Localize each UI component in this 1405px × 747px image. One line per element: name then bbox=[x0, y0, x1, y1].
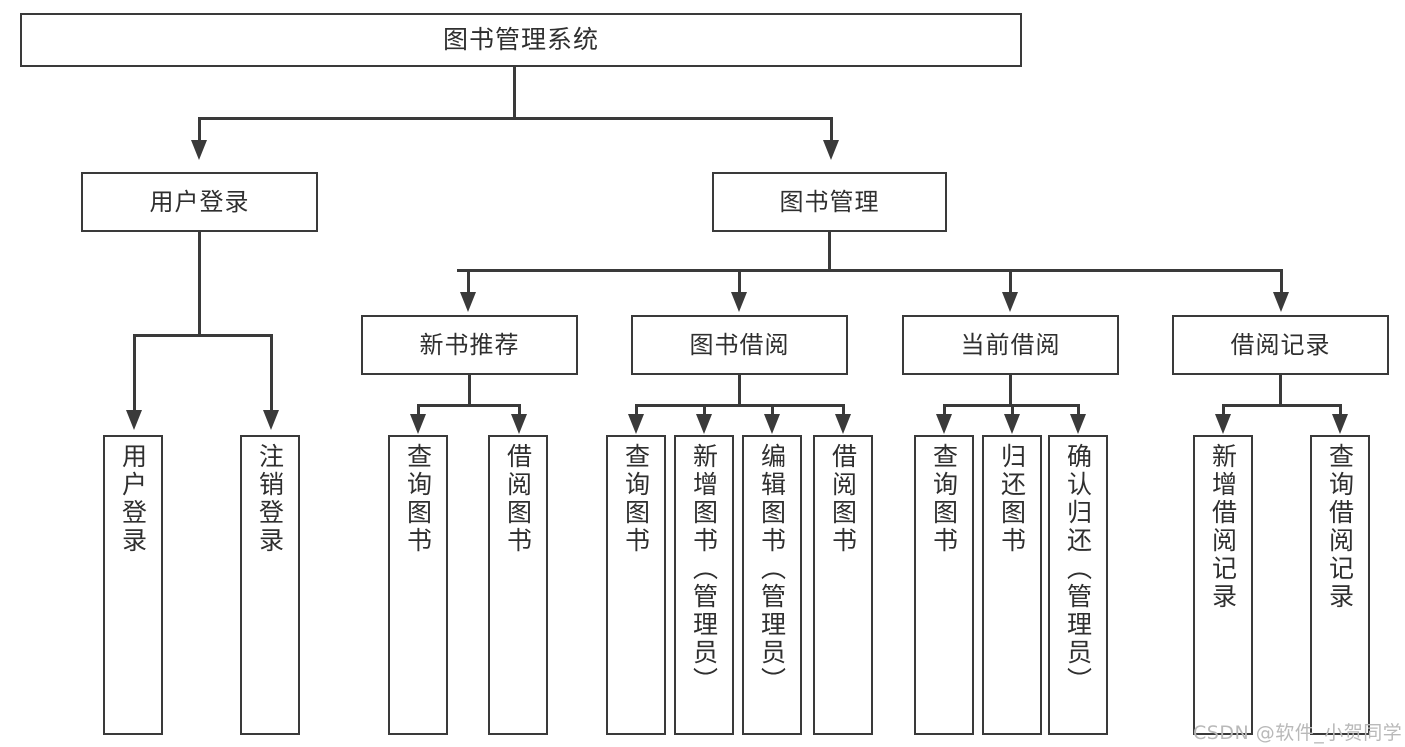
connector-new-book-stem bbox=[468, 375, 471, 406]
node-label: 查询图书 bbox=[621, 443, 651, 555]
leaf-new-book-1[interactable]: 借阅图书 bbox=[488, 435, 548, 735]
arrowhead-new-book bbox=[460, 292, 476, 312]
arrowhead-book-manage bbox=[823, 140, 839, 160]
arrowhead-leaf-current-borrow-0 bbox=[936, 414, 952, 434]
node-label: 归还图书 bbox=[997, 443, 1027, 555]
connector-book-borrow-bus bbox=[635, 404, 844, 407]
arrowhead-leaf-new-book-1 bbox=[511, 414, 527, 434]
arrowhead-leaf-book-borrow-0 bbox=[628, 414, 644, 434]
node-label: 编辑图书（管理员） bbox=[757, 443, 787, 695]
arrowhead-leaf-user-login-1 bbox=[263, 410, 279, 430]
connector-borrow-record-stem bbox=[1279, 375, 1282, 406]
connector-level3-bus bbox=[457, 269, 1283, 272]
node-label: 图书借阅 bbox=[689, 330, 790, 359]
node-label: 图书管理系统 bbox=[442, 25, 599, 55]
connector-drop-leaf-book-borrow-2 bbox=[771, 404, 774, 416]
node-label: 用户登录 bbox=[118, 443, 148, 555]
connector-drop-leaf-current-borrow-0 bbox=[943, 404, 946, 416]
connector-drop-book-manage bbox=[830, 117, 833, 142]
arrowhead-leaf-borrow-record-1 bbox=[1332, 414, 1348, 434]
connector-drop-leaf-new-book-1 bbox=[518, 404, 521, 416]
node-label: 查询图书 bbox=[403, 443, 433, 555]
arrowhead-user-login bbox=[191, 140, 207, 160]
arrowhead-leaf-book-borrow-2 bbox=[764, 414, 780, 434]
node-label: 查询图书 bbox=[929, 443, 959, 555]
arrowhead-book-borrow bbox=[731, 292, 747, 312]
connector-drop-leaf-book-borrow-1 bbox=[703, 404, 706, 416]
connector-user-login-stem bbox=[198, 232, 201, 335]
arrowhead-leaf-current-borrow-2 bbox=[1070, 414, 1086, 434]
arrowhead-leaf-current-borrow-1 bbox=[1004, 414, 1020, 434]
connector-drop-new-book bbox=[467, 269, 470, 295]
node-label: 确认归还（管理员） bbox=[1063, 443, 1093, 695]
leaf-current-borrow-0[interactable]: 查询图书 bbox=[914, 435, 974, 735]
arrowhead-borrow-record bbox=[1273, 292, 1289, 312]
connector-drop-leaf-new-book-0 bbox=[417, 404, 420, 416]
node-label: 查询借阅记录 bbox=[1325, 443, 1355, 611]
connector-user-login-bus bbox=[133, 334, 272, 337]
node-label: 借阅记录 bbox=[1230, 330, 1331, 359]
node-label: 当前借阅 bbox=[960, 330, 1061, 359]
connector-drop-leaf-user-login-0 bbox=[133, 334, 136, 412]
node-new-book-recommend[interactable]: 新书推荐 bbox=[361, 315, 578, 375]
connector-book-manage-stem bbox=[828, 232, 831, 271]
leaf-book-borrow-3[interactable]: 借阅图书 bbox=[813, 435, 873, 735]
leaf-new-book-0[interactable]: 查询图书 bbox=[388, 435, 448, 735]
connector-drop-leaf-borrow-record-0 bbox=[1222, 404, 1225, 416]
node-label: 用户登录 bbox=[149, 187, 250, 216]
leaf-current-borrow-1[interactable]: 归还图书 bbox=[982, 435, 1042, 735]
connector-drop-leaf-book-borrow-3 bbox=[842, 404, 845, 416]
node-label: 新书推荐 bbox=[419, 330, 520, 359]
node-current-borrow[interactable]: 当前借阅 bbox=[902, 315, 1119, 375]
node-label: 注销登录 bbox=[255, 443, 285, 555]
leaf-user-login-1[interactable]: 注销登录 bbox=[240, 435, 300, 735]
node-label: 新增借阅记录 bbox=[1208, 443, 1238, 611]
arrowhead-leaf-book-borrow-1 bbox=[696, 414, 712, 434]
connector-current-borrow-stem bbox=[1009, 375, 1012, 406]
connector-root-stem bbox=[513, 67, 516, 118]
arrowhead-leaf-book-borrow-3 bbox=[835, 414, 851, 434]
leaf-book-borrow-1[interactable]: 新增图书（管理员） bbox=[674, 435, 734, 735]
node-label: 借阅图书 bbox=[503, 443, 533, 555]
connector-drop-leaf-current-borrow-2 bbox=[1077, 404, 1080, 416]
leaf-book-borrow-0[interactable]: 查询图书 bbox=[606, 435, 666, 735]
arrowhead-leaf-user-login-0 bbox=[126, 410, 142, 430]
node-label: 借阅图书 bbox=[828, 443, 858, 555]
connector-drop-current-borrow bbox=[1009, 269, 1012, 295]
connector-drop-leaf-book-borrow-0 bbox=[635, 404, 638, 416]
node-book-borrow[interactable]: 图书借阅 bbox=[631, 315, 848, 375]
connector-level2-bus bbox=[198, 117, 832, 120]
leaf-user-login-0[interactable]: 用户登录 bbox=[103, 435, 163, 735]
node-root-system[interactable]: 图书管理系统 bbox=[20, 13, 1022, 67]
arrowhead-current-borrow bbox=[1002, 292, 1018, 312]
node-label: 图书管理 bbox=[779, 187, 880, 216]
node-book-manage[interactable]: 图书管理 bbox=[712, 172, 947, 232]
node-borrow-record[interactable]: 借阅记录 bbox=[1172, 315, 1389, 375]
arrowhead-leaf-borrow-record-0 bbox=[1215, 414, 1231, 434]
connector-drop-user-login bbox=[198, 117, 201, 142]
node-label: 新增图书（管理员） bbox=[689, 443, 719, 695]
connector-book-borrow-stem bbox=[738, 375, 741, 406]
connector-drop-leaf-borrow-record-1 bbox=[1339, 404, 1342, 416]
leaf-current-borrow-2[interactable]: 确认归还（管理员） bbox=[1048, 435, 1108, 735]
connector-borrow-record-bus bbox=[1222, 404, 1341, 407]
leaf-book-borrow-2[interactable]: 编辑图书（管理员） bbox=[742, 435, 802, 735]
arrowhead-leaf-new-book-0 bbox=[410, 414, 426, 434]
leaf-borrow-record-1[interactable]: 查询借阅记录 bbox=[1310, 435, 1370, 735]
connector-new-book-bus bbox=[417, 404, 520, 407]
csdn-watermark: CSDN @软件_小贺同学 bbox=[1193, 722, 1403, 744]
connector-drop-leaf-user-login-1 bbox=[270, 334, 273, 412]
node-user-login[interactable]: 用户登录 bbox=[81, 172, 318, 232]
leaf-borrow-record-0[interactable]: 新增借阅记录 bbox=[1193, 435, 1253, 735]
connector-drop-borrow-record bbox=[1280, 269, 1283, 295]
connector-drop-leaf-current-borrow-1 bbox=[1011, 404, 1014, 416]
connector-drop-book-borrow bbox=[738, 269, 741, 295]
